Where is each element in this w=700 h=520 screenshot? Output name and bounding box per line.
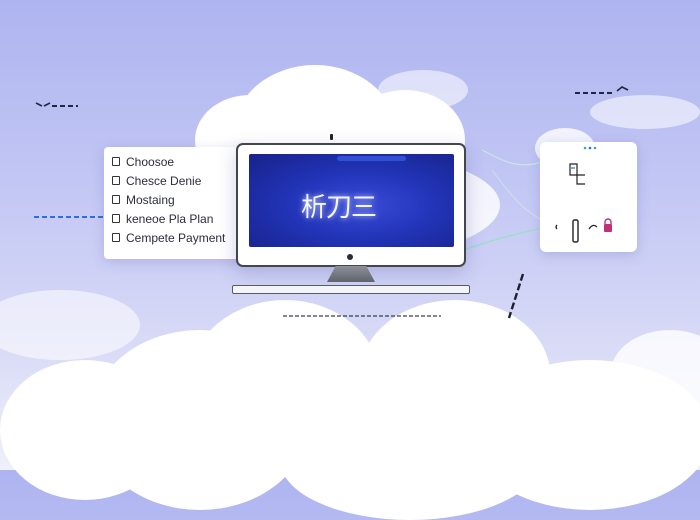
checklist-item[interactable]: Choosoe — [112, 152, 254, 171]
checklist-item[interactable]: Mostaing — [112, 190, 254, 209]
checkbox-icon[interactable] — [112, 157, 120, 166]
checklist-card: Choosoe Chesce Denie Mostaing keneoe Pla… — [104, 147, 254, 259]
webcam-icon — [330, 134, 333, 140]
screen-glyph-text: 析刀三 — [301, 193, 377, 223]
monitor: 析刀三 — [236, 143, 466, 267]
checkbox-icon[interactable] — [112, 233, 120, 242]
checklist-item-label: Choosoe — [126, 154, 175, 169]
cloud — [280, 400, 540, 520]
key-icon[interactable] — [553, 217, 605, 247]
checklist-item[interactable]: Cempete Payment — [112, 228, 254, 247]
cloud — [0, 290, 140, 360]
side-card — [540, 142, 637, 252]
lock-icon[interactable] — [601, 218, 615, 234]
monitor-base — [232, 285, 470, 294]
bird-icon — [35, 102, 78, 107]
sky-scene: Choosoe Chesce Denie Mostaing keneoe Pla… — [0, 86, 700, 420]
checkbox-icon[interactable] — [112, 195, 120, 204]
checklist-item-label: keneoe Pla Plan — [126, 211, 214, 226]
screen-title-bar — [337, 156, 406, 161]
checklist-item[interactable]: Chesce Denie — [112, 171, 254, 190]
checklist-item-label: Mostaing — [126, 192, 175, 207]
cloud — [0, 360, 170, 500]
monitor-stand — [327, 266, 375, 282]
connector-line — [507, 273, 525, 319]
connector-line — [34, 216, 106, 218]
cloud — [590, 95, 700, 129]
monitor-screen[interactable]: 析刀三 — [249, 154, 454, 247]
checklist-item[interactable]: keneoe Pla Plan — [112, 209, 254, 228]
cloud — [610, 330, 700, 420]
status-dots-icon — [583, 146, 597, 150]
checklist-item-label: Cempete Payment — [126, 230, 226, 245]
document-icon[interactable] — [567, 161, 589, 189]
bird-icon — [575, 86, 629, 94]
checkbox-icon[interactable] — [112, 176, 120, 185]
checklist-item-label: Chesce Denie — [126, 173, 202, 188]
checkbox-icon[interactable] — [112, 214, 120, 223]
connector-glow — [463, 149, 543, 251]
power-button-icon[interactable] — [347, 254, 353, 260]
connector-line — [283, 315, 441, 317]
